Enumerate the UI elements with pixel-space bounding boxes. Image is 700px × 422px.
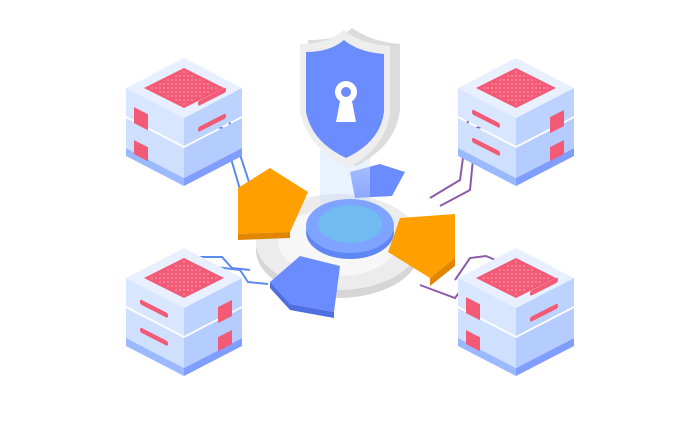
hub-segment-blue-bottom	[270, 256, 340, 312]
wire-bottom-right-a	[454, 254, 501, 281]
server-top-left	[126, 58, 242, 186]
server-bottom-left	[126, 248, 242, 376]
wire-bottom-left-b	[207, 265, 269, 285]
keyhole-shield-icon	[300, 28, 400, 168]
central-security-hub	[238, 150, 455, 318]
hub-segment-orange-right	[388, 214, 455, 278]
server-top-right	[458, 58, 574, 186]
wire-bottom-left-a	[198, 256, 251, 271]
hub-segment-orange-left	[238, 168, 308, 234]
server-bottom-right	[458, 248, 574, 376]
